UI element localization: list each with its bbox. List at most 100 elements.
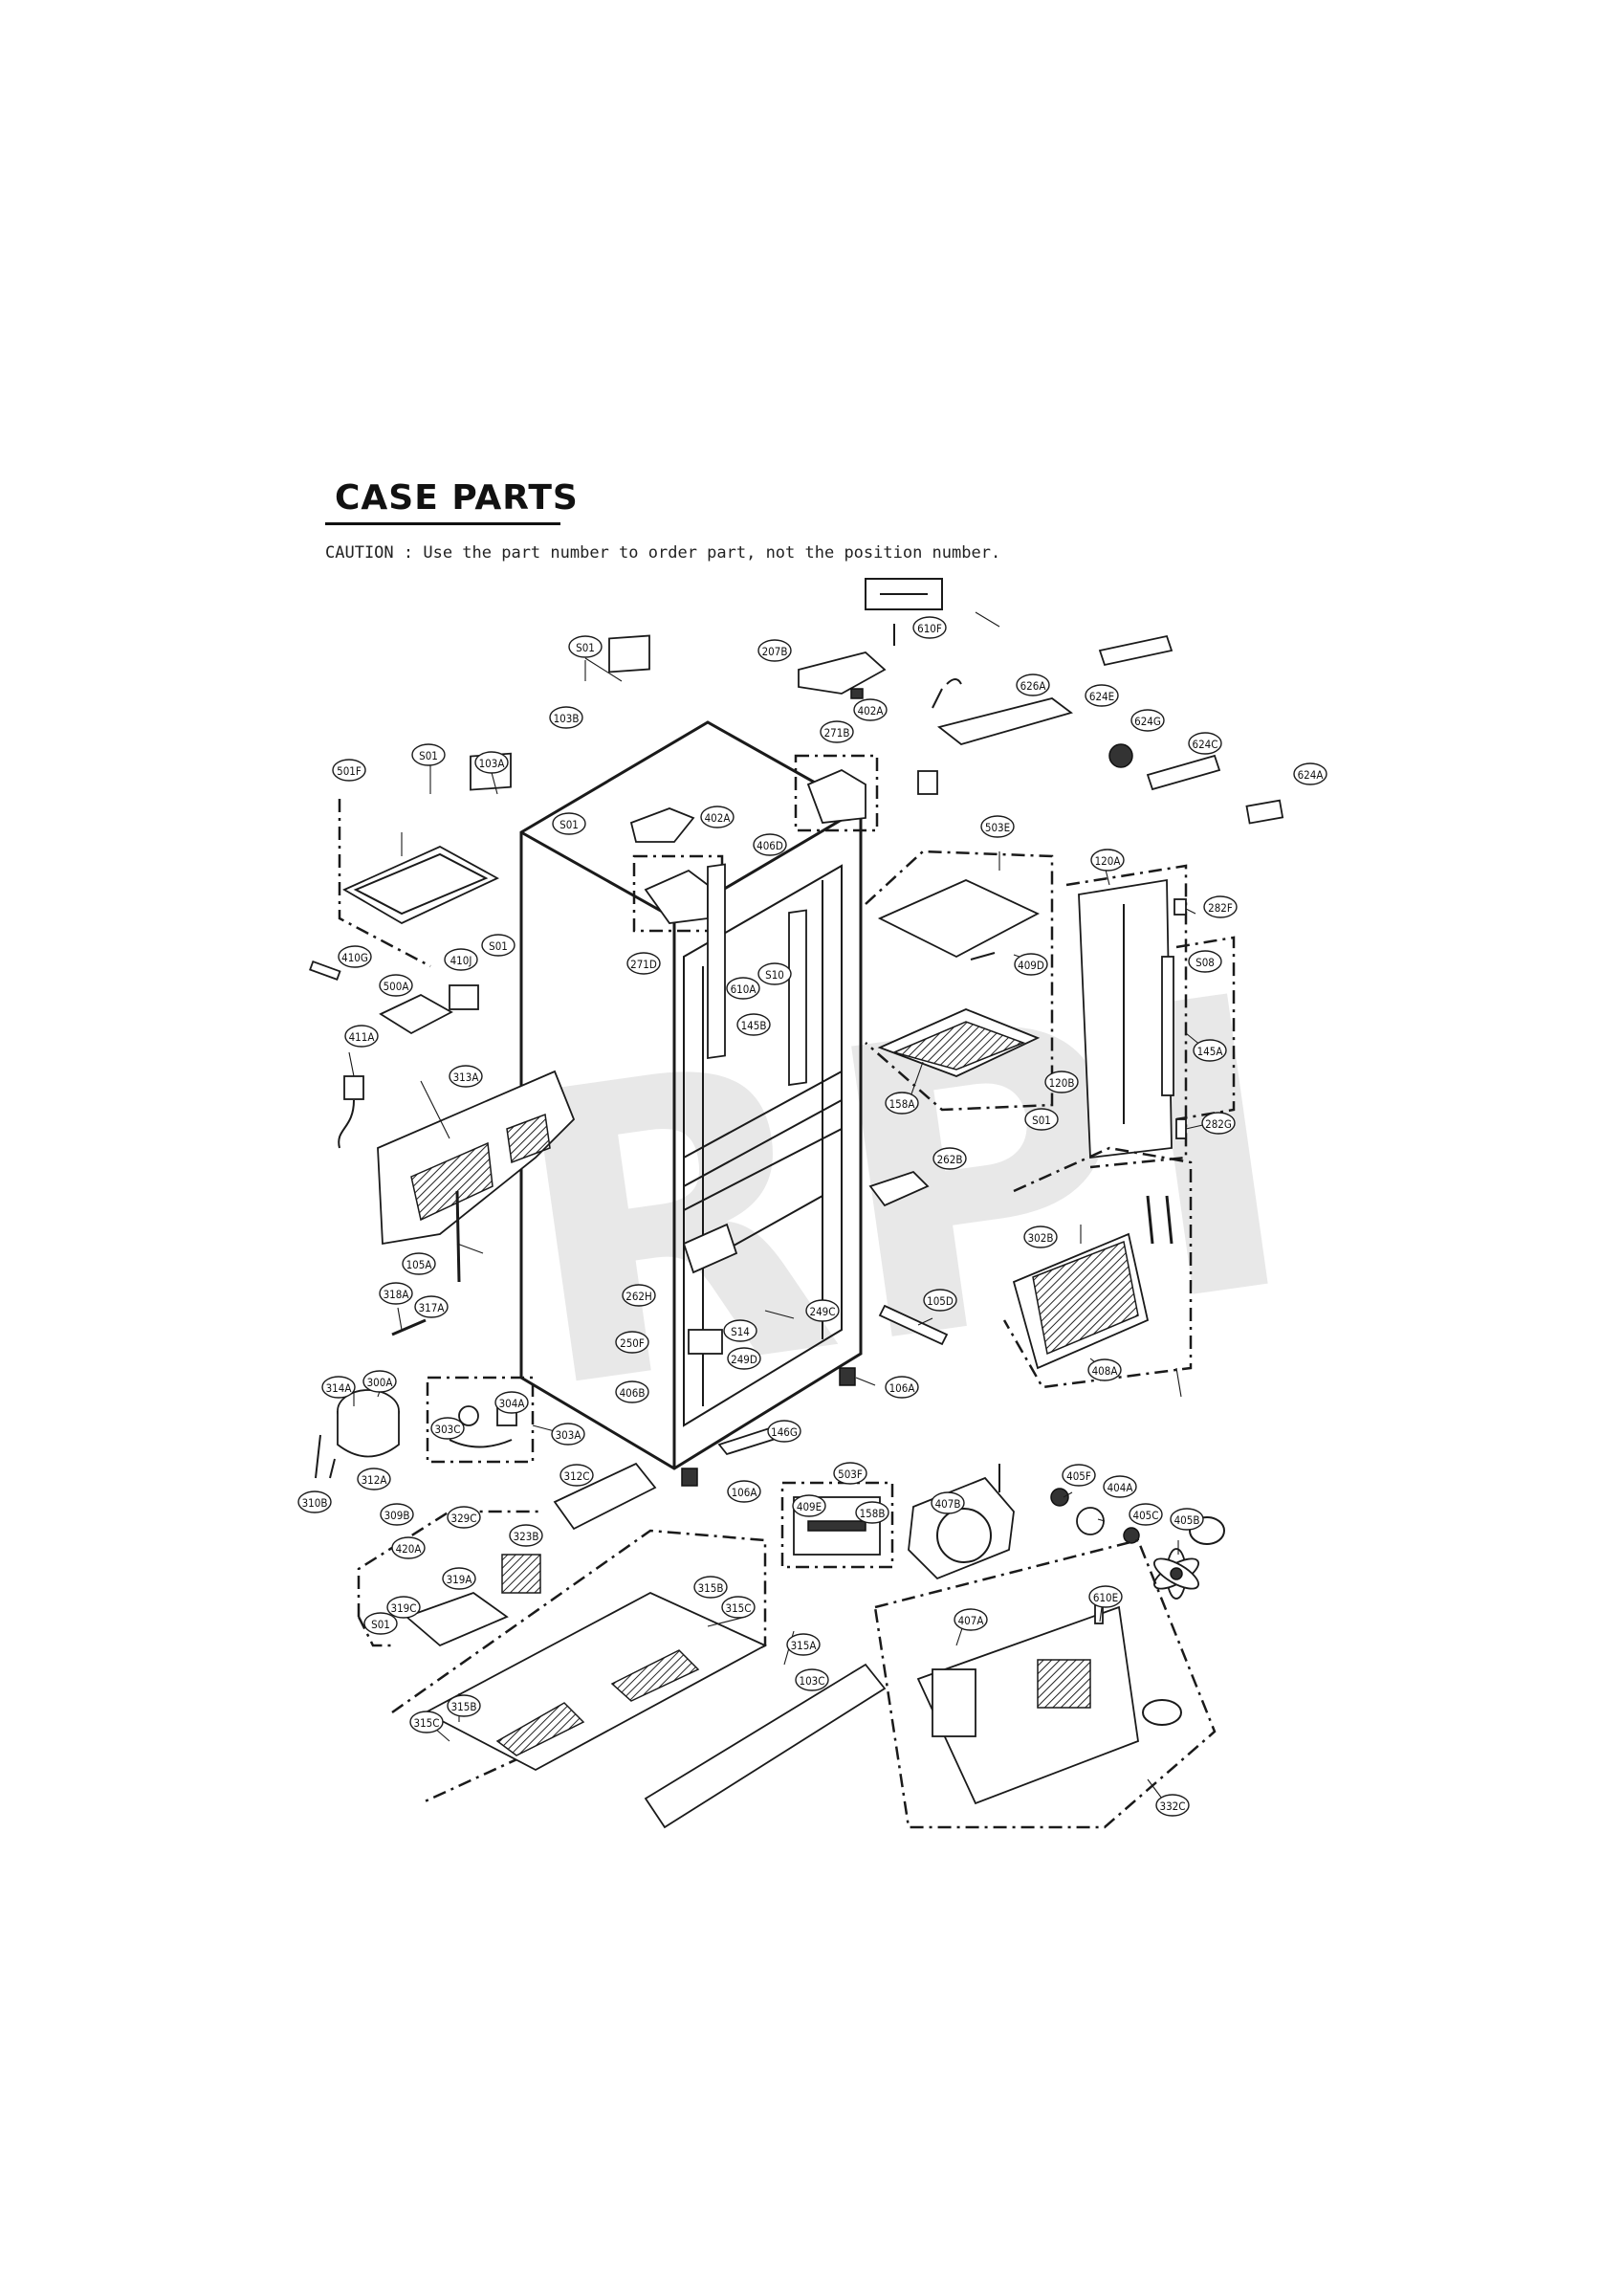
callout-label: 329C: [451, 1512, 477, 1525]
callout-bubble: [551, 1423, 585, 1446]
callout-bubble: [980, 815, 1015, 838]
callout-label: 262H: [625, 1290, 652, 1303]
callout-bubble: [380, 1503, 414, 1526]
callout-bubble: [332, 759, 366, 782]
callout-250f: 250F: [615, 1331, 649, 1354]
callout-323b: 323B: [509, 1524, 543, 1547]
callout-271b: 271B: [820, 720, 854, 743]
callout-271d: 271D: [626, 952, 661, 975]
callout-label: 501F: [337, 764, 362, 778]
callout-bubble: [1024, 1108, 1059, 1131]
callout-bubble: [357, 1468, 391, 1490]
callout-bubble: [1155, 1794, 1190, 1817]
callout-bubble: [1130, 709, 1165, 732]
small-switch: [917, 770, 938, 795]
callout-label: 120B: [1049, 1076, 1075, 1090]
callout-407a: 407A: [954, 1608, 988, 1631]
fan-motor-group: [1050, 1488, 1225, 1600]
callout-405c: 405C: [1129, 1503, 1163, 1526]
callout-bubble: [1087, 1358, 1122, 1381]
callout-249d: 249D: [727, 1347, 761, 1370]
callout-bubble: [1170, 1508, 1204, 1531]
callout-label: 310B: [302, 1496, 328, 1510]
callout-410g: 410G: [338, 945, 372, 968]
part-410J: [449, 984, 479, 1010]
callout-s01: S01: [1024, 1108, 1059, 1131]
callout-label: 500A: [384, 980, 409, 993]
callout-label: S01: [489, 939, 508, 953]
base-plate-315A: [391, 1529, 768, 1805]
callout-bubble: [721, 1596, 756, 1619]
callout-label: 405F: [1066, 1469, 1091, 1483]
callout-bubble: [379, 1282, 413, 1305]
callout-282f: 282F: [1203, 895, 1238, 918]
callout-s01: S01: [568, 635, 603, 658]
callout-label: S01: [371, 1618, 390, 1631]
title-underline: [325, 522, 560, 525]
callout-309b: 309B: [380, 1503, 414, 1526]
callout-label: 408A: [1092, 1364, 1118, 1378]
callout-label: 610E: [1093, 1591, 1118, 1604]
callout-label: 105D: [927, 1294, 954, 1308]
callout-label: 624A: [1298, 768, 1324, 782]
pcb-500A: [379, 993, 453, 1035]
callout-s01: S01: [363, 1612, 398, 1635]
callout-bubble: [321, 1376, 356, 1399]
callout-bubble: [414, 1295, 449, 1318]
callout-bubble: [1090, 849, 1125, 872]
callout-624c: 624C: [1188, 732, 1222, 755]
callout-bubble: [363, 1612, 398, 1635]
callout-bubble: [444, 948, 478, 971]
callout-105d: 105D: [923, 1289, 957, 1312]
callout-303c: 303C: [430, 1417, 465, 1440]
callout-bubble: [552, 812, 586, 835]
callout-label: 250F: [620, 1336, 645, 1350]
callout-label: S01: [419, 749, 438, 762]
callout-label: 404A: [1108, 1481, 1133, 1494]
callout-label: 303A: [556, 1428, 581, 1442]
callout-label: 407A: [958, 1614, 984, 1627]
callout-label: 103A: [479, 757, 505, 770]
callout-bubble: [954, 1608, 988, 1631]
callout-bubble: [449, 1065, 483, 1088]
callout-label: 319C: [391, 1601, 417, 1615]
callout-label: 420A: [396, 1542, 422, 1556]
callout-label: 503F: [838, 1468, 863, 1481]
callout-label: 105A: [406, 1258, 432, 1271]
callout-411a: 411A: [344, 1025, 379, 1048]
callout-302b: 302B: [1023, 1225, 1058, 1248]
callout-bubble: [1085, 684, 1119, 707]
callout-bubble: [430, 1417, 465, 1440]
callout-label: 405B: [1174, 1513, 1200, 1527]
callout-bubble: [700, 806, 735, 828]
page-title: CASE PARTS: [335, 478, 579, 518]
callout-bubble: [615, 1331, 649, 1354]
callout-label: 624C: [1193, 738, 1218, 751]
callout-label: 300A: [367, 1376, 393, 1389]
part-410G: [309, 960, 341, 981]
callout-label: 304A: [499, 1397, 525, 1410]
fan-shroud-407B: [908, 1464, 1015, 1580]
callout-label: 610F: [917, 622, 942, 635]
callout-314a: 314A: [321, 1376, 356, 1399]
callout-332c: 332C: [1155, 1794, 1190, 1817]
callout-bubble: [723, 1319, 757, 1342]
callout-label: 282G: [1205, 1117, 1232, 1131]
callout-262b: 262B: [932, 1147, 967, 1170]
callout-500a: 500A: [379, 974, 413, 997]
callout-label: 282F: [1208, 901, 1233, 915]
callout-bubble: [727, 1480, 761, 1503]
callout-408a: 408A: [1087, 1358, 1122, 1381]
callout-s10: S10: [757, 962, 792, 985]
callout-158b: 158B: [855, 1501, 889, 1524]
right-hinge-box: [794, 754, 879, 832]
callout-bubble: [481, 934, 515, 957]
callout-label: S10: [765, 968, 784, 982]
callout-501f: 501F: [332, 759, 366, 782]
callout-label: 103B: [554, 712, 580, 725]
callout-bubble: [411, 743, 446, 766]
callout-label: 405C: [1133, 1509, 1159, 1522]
callout-bubble: [885, 1376, 919, 1399]
